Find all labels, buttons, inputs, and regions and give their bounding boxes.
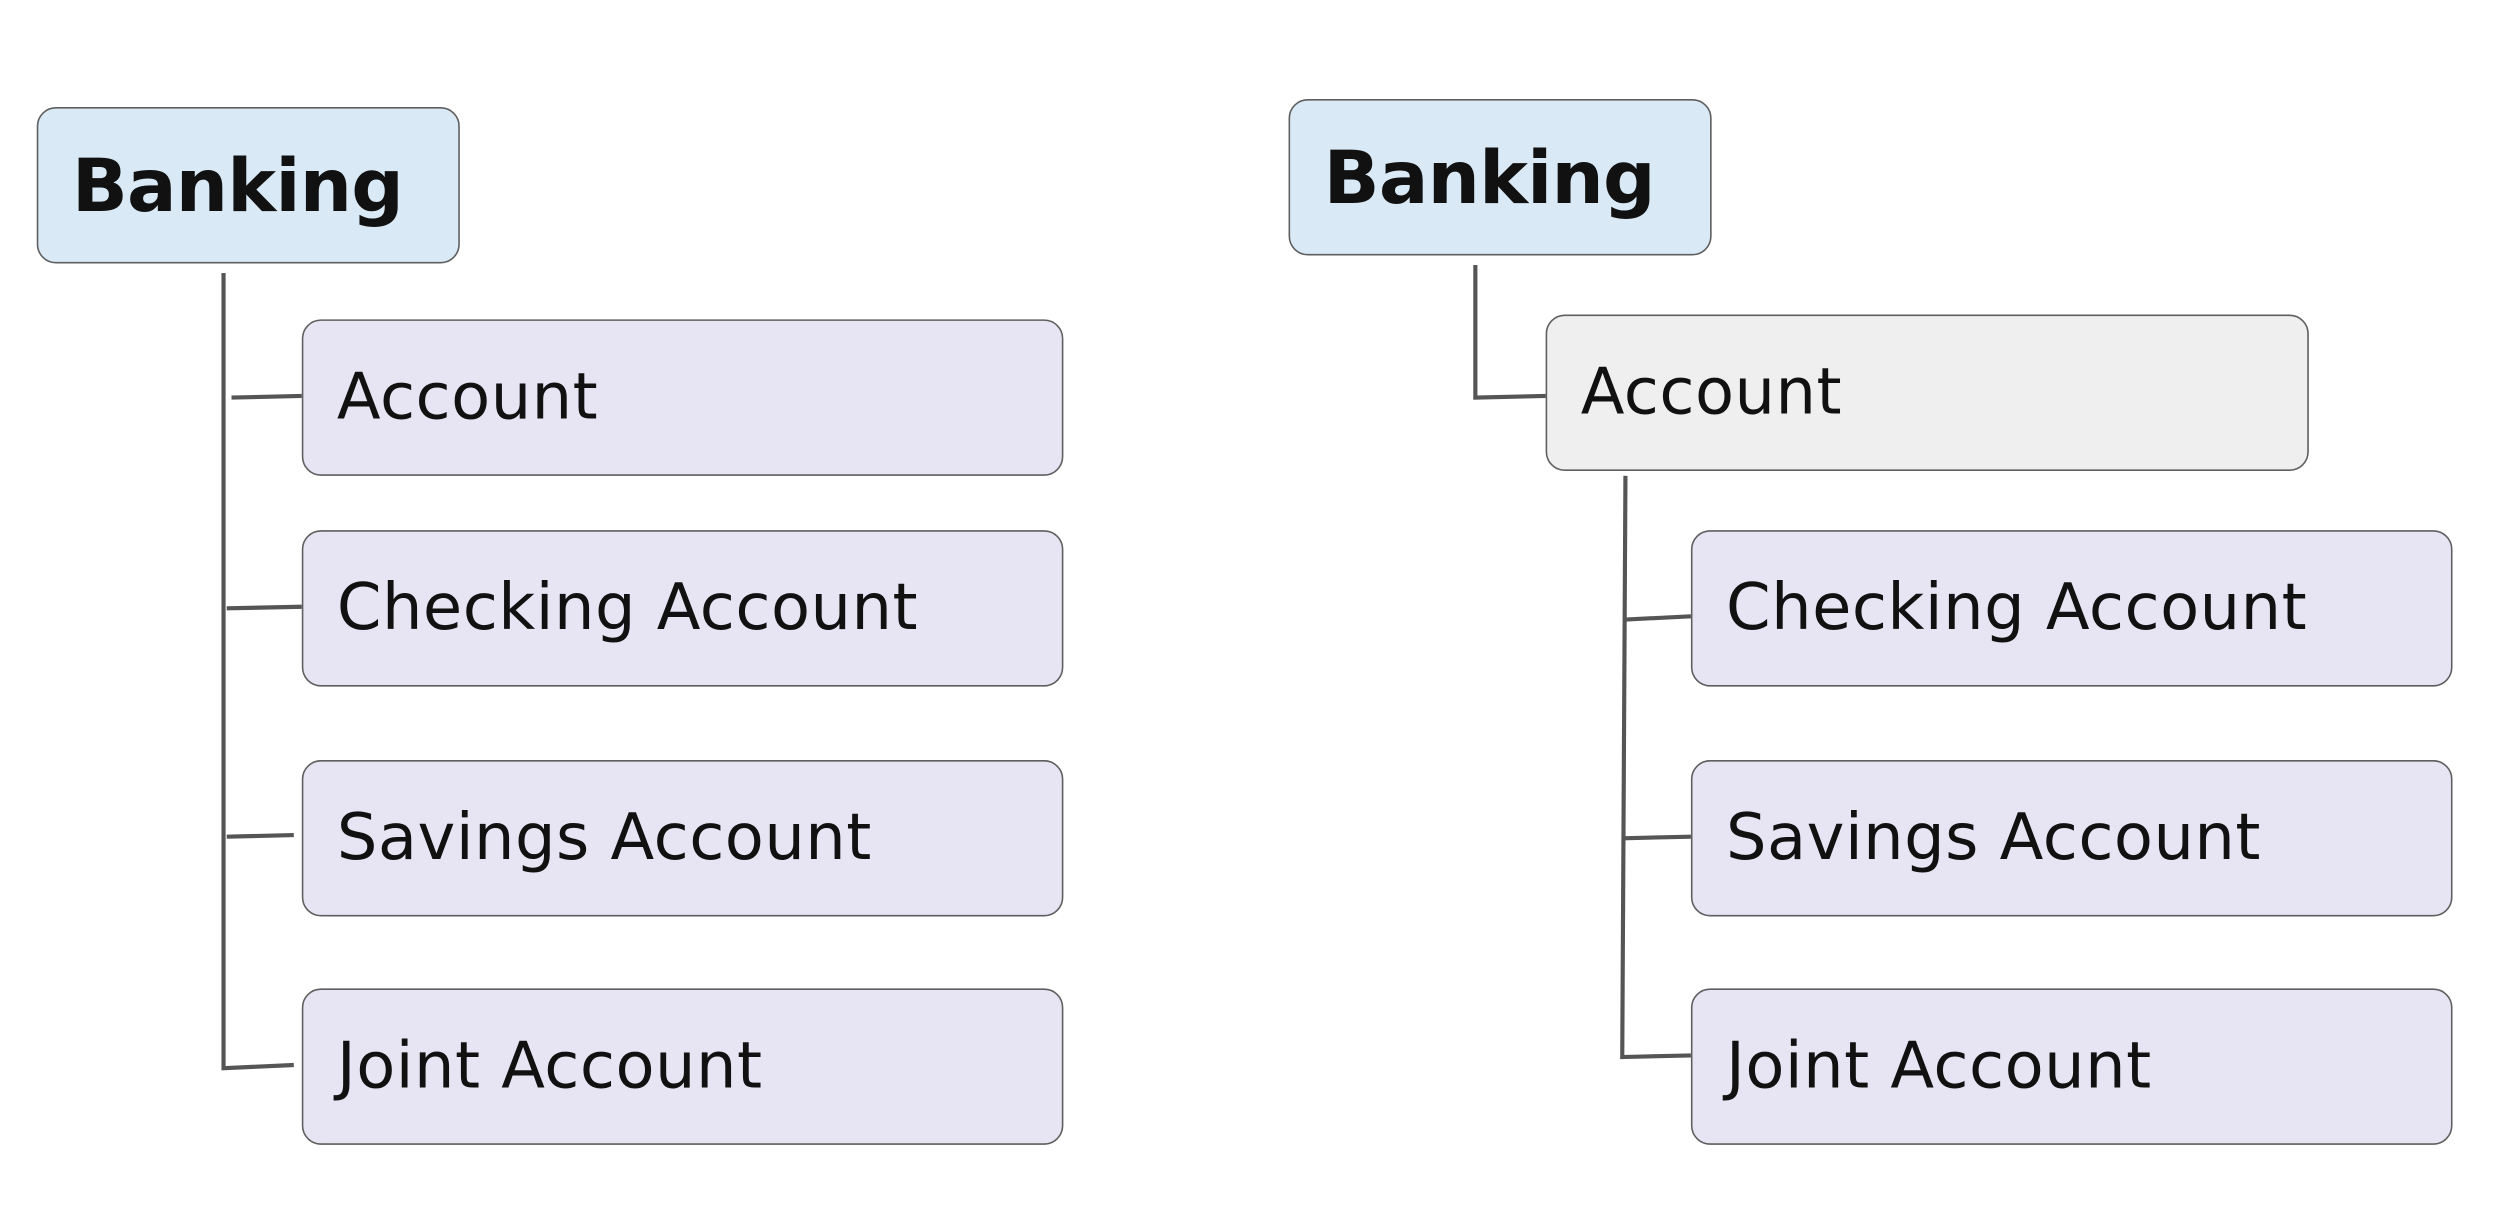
right-root-node[interactable]: Banking [1288, 98, 1712, 256]
connector-right-checking [1625, 614, 1692, 622]
left-child-node-account[interactable]: Account [301, 319, 1064, 476]
connector-right-savings [1622, 834, 1691, 841]
right-parent-node-account[interactable]: Account [1545, 314, 2309, 472]
connector-left-account [231, 393, 302, 400]
left-child-node-checking-account[interactable]: Checking Account [301, 530, 1064, 687]
left-root-node[interactable]: Banking [36, 106, 460, 264]
right-child-node-joint-account[interactable]: Joint Account [1690, 988, 2453, 1145]
left-child-node-savings-account[interactable]: Savings Account [301, 760, 1064, 917]
trunk-line-left [221, 273, 294, 1071]
right-child-node-savings-account[interactable]: Savings Account [1690, 760, 2453, 917]
left-child-node-joint-account[interactable]: Joint Account [301, 988, 1064, 1145]
right-child-node-checking-account[interactable]: Checking Account [1690, 530, 2453, 687]
connector-right-root-to-account [1473, 265, 1546, 400]
connector-left-savings [226, 832, 294, 839]
trunk-line-right [1620, 475, 1691, 1060]
connector-left-checking [226, 604, 302, 611]
